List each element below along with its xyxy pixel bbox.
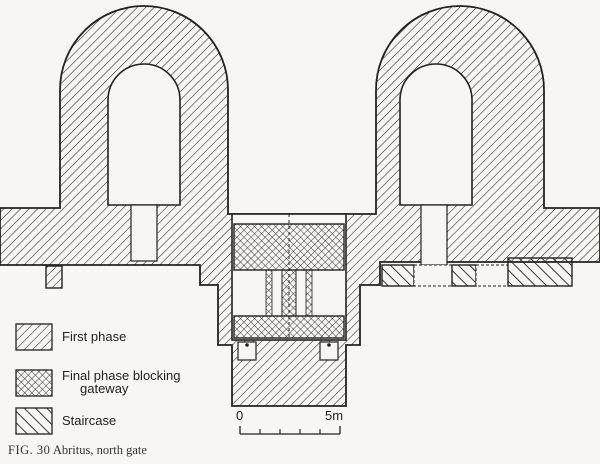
left-staircase-pier <box>45 265 63 289</box>
first-phase-walls <box>0 5 600 407</box>
blocking-left-strip <box>265 269 273 317</box>
figure-number: FIG. 30 <box>8 443 51 457</box>
right-tower-doorway <box>420 204 448 266</box>
legend: First phase Final phase blocking gateway… <box>15 323 181 435</box>
legend-label-first-phase: First phase <box>62 329 126 344</box>
legend-label-staircase: Staircase <box>62 413 116 428</box>
legend-label-final-phase-1: Final phase blocking <box>62 368 181 383</box>
legend-swatch-first-phase <box>15 323 53 351</box>
figure-caption: FIG. 30 Abritus, north gate <box>8 443 147 458</box>
staircase-gap-1 <box>413 264 453 287</box>
right-tower-room <box>399 63 473 206</box>
right-gate-recess <box>319 341 339 361</box>
left-tower-room <box>107 63 181 206</box>
legend-label-final-phase-2: gateway <box>80 381 129 396</box>
staircase-gap-2 <box>475 264 509 287</box>
scale-label-end: 5m <box>325 408 343 423</box>
staircase-block-1 <box>381 264 415 287</box>
legend-swatch-final-phase <box>15 369 53 397</box>
blocking-inner <box>233 315 345 339</box>
scale-label-start: 0 <box>236 408 243 423</box>
staircase-block-2 <box>451 264 477 287</box>
blocking-spine <box>281 269 297 317</box>
left-tower-doorway <box>130 204 158 262</box>
scale-bar: 0 5m <box>236 408 343 435</box>
blocking-right-strip <box>305 269 313 317</box>
blocking-outer <box>233 223 345 271</box>
figure-title: Abritus, north gate <box>52 443 147 457</box>
staircase-block-3 <box>507 257 573 287</box>
legend-swatch-staircase <box>15 407 53 435</box>
left-gate-recess <box>237 341 257 361</box>
